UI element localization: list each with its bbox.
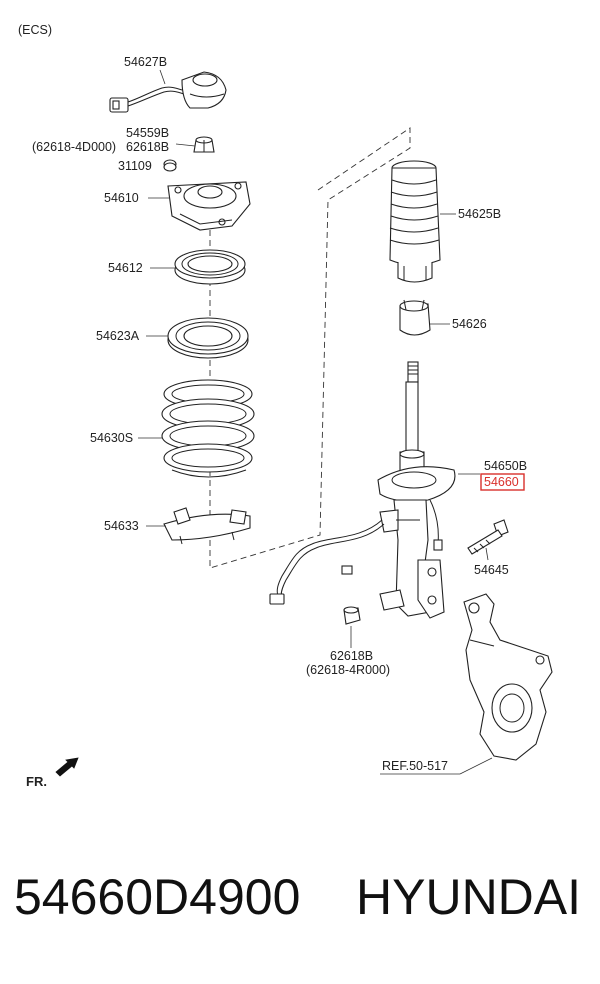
nut-54559b <box>193 136 215 153</box>
footer: 54660D4900 HYUNDAI <box>0 868 600 958</box>
label-ref-50-517: REF.50-517 <box>382 759 448 773</box>
exploded-parts-diagram: (ECS) 54627B 54559B (62618-4D000) 62618B… <box>18 23 553 789</box>
label-54650b: 54650B <box>484 459 527 473</box>
leader-ref <box>459 757 493 775</box>
coil-spring-54630s <box>161 379 255 478</box>
label-54623a: 54623A <box>96 329 140 343</box>
nut-62618b-bottom <box>343 606 361 625</box>
leader-54559b <box>175 143 196 147</box>
label-54645: 54645 <box>474 563 509 577</box>
washer-31109 <box>163 159 177 172</box>
label-54630s: 54630S <box>90 431 133 445</box>
steering-knuckle <box>463 593 553 761</box>
bearing-54612 <box>174 249 246 285</box>
leader-54645 <box>485 547 489 561</box>
label-54610: 54610 <box>104 191 139 205</box>
strut-mount-54610 <box>167 181 251 231</box>
label-62618b-top: 62618B <box>126 140 169 154</box>
label-54612: 54612 <box>108 261 143 275</box>
label-31109: 31109 <box>118 159 152 173</box>
label-62618-4d000: (62618-4D000) <box>32 140 116 154</box>
leader-54627b <box>159 69 166 85</box>
label-54626: 54626 <box>452 317 487 331</box>
highlight-box-54660 <box>480 473 525 491</box>
wiring-harness <box>269 519 385 605</box>
label-54627b: 54627B <box>124 55 167 69</box>
bump-stopper-54626 <box>399 299 431 336</box>
spring-pad-54623a <box>167 317 249 359</box>
exploded-view-outline <box>209 127 411 569</box>
sensor-54627b <box>109 71 227 113</box>
strut-assembly-54660 <box>377 361 456 619</box>
bolt-54645 <box>467 519 509 555</box>
ecs-note: (ECS) <box>18 23 52 37</box>
part-number: 54660D4900 <box>14 869 301 925</box>
label-54625b: 54625B <box>458 207 501 221</box>
brand-name: HYUNDAI <box>356 869 582 925</box>
label-54633: 54633 <box>104 519 139 533</box>
label-62618-4r000: (62618-4R000) <box>306 663 390 677</box>
label-62618b-bottom: 62618B <box>330 649 373 663</box>
dust-boot-54625b <box>389 160 441 283</box>
front-arrow-icon <box>55 757 79 777</box>
label-54559b: 54559B <box>126 126 169 140</box>
lower-spring-pad-54633 <box>163 507 251 545</box>
label-54660: 54660 <box>484 475 519 489</box>
front-label: FR. <box>26 774 47 789</box>
